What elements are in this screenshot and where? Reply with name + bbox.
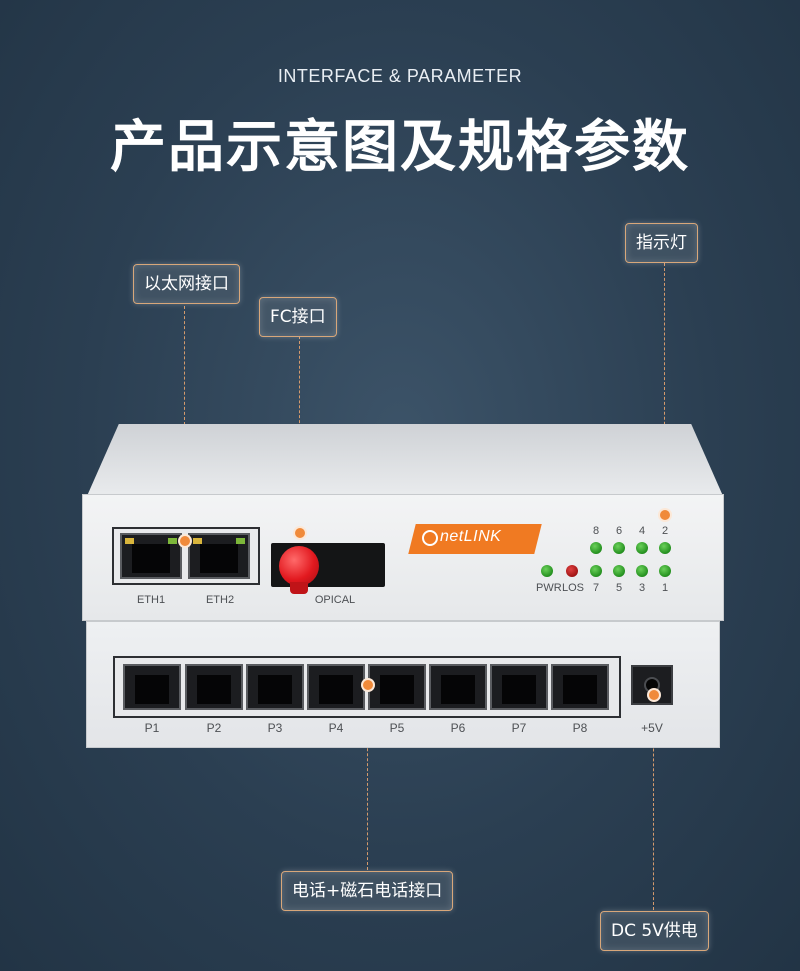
- power-leader-line: [653, 694, 654, 910]
- led-channel-3: [636, 565, 648, 577]
- p8-socket: [562, 675, 598, 704]
- led-channel-2: [659, 542, 671, 554]
- phone-port-p7[interactable]: [490, 664, 548, 710]
- p5-socket: [379, 675, 415, 704]
- indicator-marker-dot: [658, 508, 672, 522]
- phone-port-p3[interactable]: [246, 664, 304, 710]
- led-channel-4: [636, 542, 648, 554]
- phone-port-p5[interactable]: [368, 664, 426, 710]
- indicator-leader-line: [664, 263, 665, 514]
- fc-cap-stem: [290, 582, 308, 594]
- section-subtitle: INTERFACE & PARAMETER: [277, 66, 523, 86]
- optical-label: OPICAL: [314, 594, 356, 606]
- device-top-face: [87, 424, 723, 496]
- phone-port-p1[interactable]: [123, 664, 181, 710]
- phone-marker-dot: [361, 678, 375, 692]
- p6-socket: [440, 675, 476, 704]
- phone-leader-line: [367, 684, 368, 870]
- p4-socket: [318, 675, 354, 704]
- brand-logo-icon: [422, 530, 438, 546]
- p7-label: P7: [511, 721, 527, 735]
- led-label-4: 4: [638, 525, 646, 537]
- p4-label: P4: [328, 721, 344, 735]
- led-channel-8: [590, 542, 602, 554]
- eth2-port[interactable]: [188, 533, 250, 579]
- p8-label: P8: [572, 721, 588, 735]
- ethernet-marker-dot: [178, 534, 192, 548]
- led-pwr: [541, 565, 553, 577]
- eth1-port[interactable]: [120, 533, 182, 579]
- p3-label: P3: [267, 721, 283, 735]
- led-label-1: 1: [661, 582, 669, 594]
- led-label-3: 3: [638, 582, 646, 594]
- eth2-label: ETH2: [205, 594, 235, 606]
- power-marker-dot: [647, 688, 661, 702]
- led-channel-1: [659, 565, 671, 577]
- fc-marker-dot: [293, 526, 307, 540]
- phone-port-p2[interactable]: [185, 664, 243, 710]
- eth1-label: ETH1: [136, 594, 166, 606]
- page-title: 产品示意图及规格参数: [110, 115, 690, 180]
- callout-indicator: 指示灯: [625, 223, 698, 263]
- callout-phone: 电话+磁石电话接口: [281, 871, 454, 911]
- led-label-8: 8: [592, 525, 600, 537]
- eth1-port-socket: [132, 544, 170, 573]
- led-label-los: LOS: [561, 582, 584, 594]
- led-channel-5: [613, 565, 625, 577]
- brand-logo-text: netLINK: [440, 528, 502, 545]
- power-label: +5V: [641, 721, 663, 735]
- callout-power: DC 5V供电: [600, 911, 709, 951]
- led-label-6: 6: [615, 525, 623, 537]
- p2-label: P2: [206, 721, 222, 735]
- callout-ethernet: 以太网接口: [133, 264, 240, 304]
- fc-dust-cap[interactable]: [279, 546, 319, 586]
- phone-port-p6[interactable]: [429, 664, 487, 710]
- led-label-5: 5: [615, 582, 623, 594]
- ethernet-leader-line: [184, 306, 185, 541]
- led-channel-6: [613, 542, 625, 554]
- eth2-port-socket: [200, 544, 238, 573]
- p2-socket: [196, 675, 232, 704]
- p3-socket: [257, 675, 293, 704]
- p6-label: P6: [450, 721, 466, 735]
- eth2-link-led: [193, 538, 202, 544]
- eth1-activity-led: [168, 538, 177, 544]
- led-channel-7: [590, 565, 602, 577]
- callout-fc: FC接口: [259, 297, 337, 337]
- p1-label: P1: [144, 721, 160, 735]
- led-los: [566, 565, 578, 577]
- eth1-link-led: [125, 538, 134, 544]
- p5-label: P5: [389, 721, 405, 735]
- p1-socket: [134, 675, 170, 704]
- led-label-pwr: PWR: [536, 582, 562, 594]
- eth2-activity-led: [236, 538, 245, 544]
- phone-port-p8[interactable]: [551, 664, 609, 710]
- led-label-2: 2: [661, 525, 669, 537]
- phone-port-p4[interactable]: [307, 664, 365, 710]
- led-label-7: 7: [592, 582, 600, 594]
- p7-socket: [501, 675, 537, 704]
